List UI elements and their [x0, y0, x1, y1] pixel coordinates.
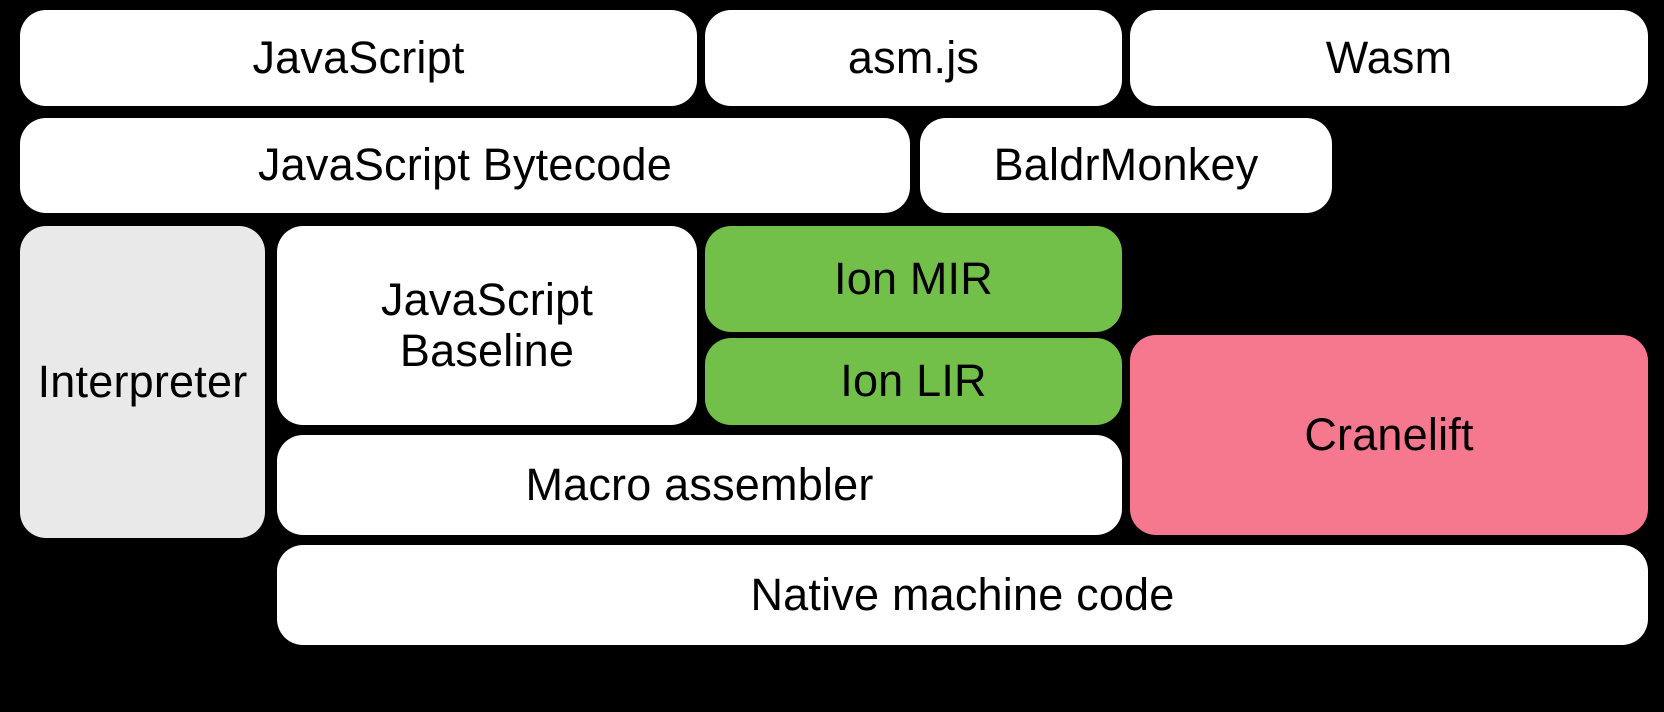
node-label-ion-mir: Ion MIR	[834, 252, 993, 304]
node-native-machine-code: Native machine code	[277, 545, 1648, 645]
node-label-asm-js: asm.js	[847, 31, 980, 83]
node-label-interpreter: Interpreter	[37, 355, 248, 407]
node-label-wasm: Wasm	[1325, 31, 1453, 83]
node-label-javascript: JavaScript	[252, 31, 465, 83]
node-macro-assembler: Macro assembler	[277, 435, 1122, 535]
node-javascript: JavaScript	[20, 10, 697, 106]
node-asm-js: asm.js	[705, 10, 1122, 106]
node-wasm: Wasm	[1130, 10, 1648, 106]
node-label-javascript-bytecode: JavaScript Bytecode	[257, 139, 672, 191]
node-cranelift: Cranelift	[1130, 335, 1648, 535]
node-label-baldrmonkey: BaldrMonkey	[993, 139, 1259, 191]
node-javascript-bytecode: JavaScript Bytecode	[20, 118, 910, 213]
node-label-native-machine-code: Native machine code	[750, 568, 1175, 620]
node-ion-lir: Ion LIR	[705, 338, 1122, 425]
node-interpreter: Interpreter	[20, 226, 265, 538]
node-label-javascript-baseline: JavaScript Baseline	[380, 274, 594, 376]
node-label-ion-lir: Ion LIR	[840, 355, 987, 407]
node-javascript-baseline: JavaScript Baseline	[277, 226, 697, 425]
node-baldrmonkey: BaldrMonkey	[920, 118, 1332, 213]
node-label-cranelift: Cranelift	[1304, 408, 1474, 460]
node-ion-mir: Ion MIR	[705, 226, 1122, 332]
node-label-macro-assembler: Macro assembler	[525, 458, 874, 510]
